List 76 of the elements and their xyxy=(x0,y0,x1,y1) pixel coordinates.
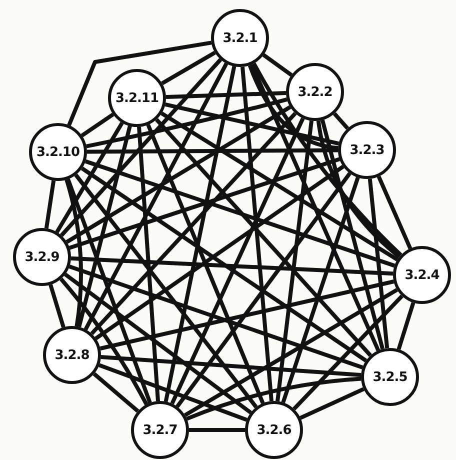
connector-line xyxy=(164,66,236,402)
connector-line xyxy=(252,62,402,257)
connector-line xyxy=(250,64,380,352)
node-label: 3.2.3 xyxy=(350,142,384,158)
connector-line xyxy=(262,53,293,77)
connector-line xyxy=(80,112,114,138)
connector-line xyxy=(164,102,340,146)
connector-line xyxy=(368,178,390,348)
node-circle xyxy=(393,246,451,304)
connector-line xyxy=(66,105,292,244)
connector-line xyxy=(86,148,338,154)
connector-line xyxy=(55,122,124,234)
connector-line xyxy=(80,166,368,362)
node-label: 3.2.8 xyxy=(54,348,90,362)
connector-line xyxy=(376,176,412,250)
connector-line xyxy=(64,179,83,327)
connector-line xyxy=(240,66,274,402)
node-circle xyxy=(286,63,344,121)
connector-line xyxy=(66,178,152,404)
connector-line xyxy=(160,112,398,262)
connector-line xyxy=(68,264,364,370)
connector-line xyxy=(100,355,362,377)
node-circle xyxy=(29,123,87,181)
node-label: 3.2.6 xyxy=(256,422,292,438)
node-circle xyxy=(211,9,269,67)
connector-line xyxy=(292,294,404,410)
connector-line xyxy=(170,118,305,404)
connector-line xyxy=(189,428,245,432)
node-label: 3.2.5 xyxy=(372,370,408,384)
connector-line xyxy=(60,58,222,237)
connector-line xyxy=(59,278,148,406)
connector-line xyxy=(100,280,394,350)
connector-line xyxy=(90,112,297,336)
connector-line xyxy=(48,284,66,328)
node-label: 3.2.10 xyxy=(36,144,80,160)
node-circle xyxy=(245,401,303,459)
node-circle xyxy=(338,121,396,179)
connector-line xyxy=(155,118,372,357)
connector-line xyxy=(68,157,340,250)
node-label: 3.2.9 xyxy=(24,250,60,264)
connector-line xyxy=(176,172,352,408)
connector-line xyxy=(146,124,265,404)
connector-line xyxy=(281,176,360,404)
connector-line xyxy=(276,120,314,402)
connector-line xyxy=(186,376,362,421)
node-label: 3.2.7 xyxy=(142,422,178,438)
connector-line xyxy=(320,120,385,350)
connector-line xyxy=(300,387,364,420)
connector-line xyxy=(67,40,212,126)
node-circle xyxy=(43,326,101,384)
connector-line xyxy=(74,174,258,408)
connector-line xyxy=(84,62,228,330)
connector-line xyxy=(332,112,350,130)
node-circle xyxy=(131,401,189,459)
node-label: 3.2.11 xyxy=(115,90,159,106)
connector-line xyxy=(248,64,338,150)
connector-line xyxy=(84,159,396,268)
connector-line xyxy=(44,180,56,229)
connector-line xyxy=(77,126,132,328)
connector-line xyxy=(86,97,288,148)
connector-line xyxy=(161,50,216,86)
connector-line xyxy=(70,256,394,276)
connector-line xyxy=(94,164,344,340)
node-circle xyxy=(108,69,166,127)
node-label: 3.2.2 xyxy=(298,84,332,100)
connector-line xyxy=(396,302,416,350)
connector-line xyxy=(166,91,286,99)
connector-line xyxy=(316,120,401,258)
node-label: 3.2.1 xyxy=(222,30,258,46)
connector-line xyxy=(184,288,398,417)
connector-line xyxy=(98,363,248,422)
node-label: 3.2.4 xyxy=(404,268,440,282)
connector-line xyxy=(92,372,140,413)
node-circle xyxy=(13,228,71,286)
connector-line xyxy=(137,126,160,402)
connector-line xyxy=(64,272,252,414)
